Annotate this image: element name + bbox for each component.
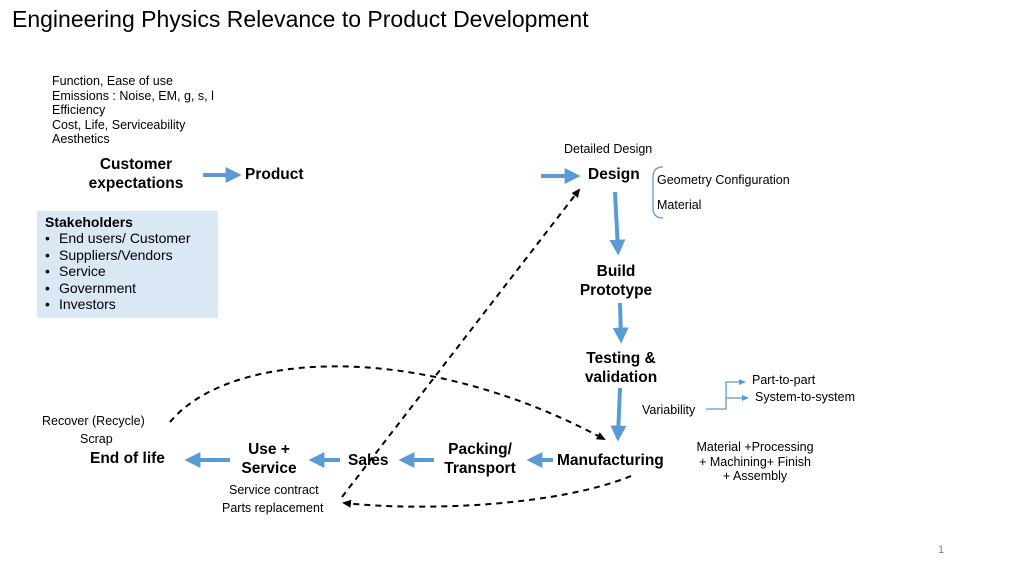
stakeholder-item: Government: [45, 280, 218, 297]
stakeholders-list: End users/ Customer Suppliers/Vendors Se…: [45, 230, 218, 313]
arrow-design-to-build: [609, 191, 626, 256]
stakeholders-title: Stakeholders: [45, 214, 133, 230]
variability-label: Variability: [642, 403, 696, 417]
testing-validation-node: Testing & validation: [566, 349, 676, 387]
geometry-configuration-label: Geometry Configuration: [657, 173, 790, 187]
packing-transport-node: Packing/ Transport: [436, 440, 524, 478]
node-line: expectations: [88, 175, 184, 192]
manufacturing-details: Material +Processing + Machining+ Finish…: [690, 440, 820, 484]
stakeholders-box: Stakeholders End users/ Customer Supplie…: [37, 211, 218, 318]
node-line: Transport: [444, 460, 516, 477]
detailed-design-label: Detailed Design: [564, 142, 653, 156]
detail-line: + Machining+ Finish: [699, 454, 811, 469]
node-line: Use +: [248, 441, 290, 458]
material-label: Material: [657, 198, 702, 212]
node-line: Prototype: [579, 282, 653, 299]
end-of-life-node: End of life: [90, 450, 165, 467]
node-line: validation: [584, 369, 658, 386]
service-contract-label: Service contract: [229, 483, 319, 497]
requirement-item: Cost, Life, Serviceability: [52, 117, 186, 132]
requirement-item: Efficiency: [52, 103, 106, 117]
scrap-label: Scrap: [80, 432, 113, 446]
dashed-recycle-arc: [169, 365, 606, 440]
arrow-build-to-testing: [612, 302, 629, 344]
requirement-item: Emissions : Noise, EM, g, s, l: [52, 88, 214, 103]
design-node: Design: [588, 166, 640, 183]
dashed-parts-supply: [342, 475, 632, 508]
design-brace: [652, 166, 664, 219]
system-to-system-label: System-to-system: [755, 390, 856, 404]
detail-line: + Assembly: [722, 469, 788, 483]
stakeholder-item: Investors: [45, 296, 218, 313]
recover-recycle-label: Recover (Recycle): [42, 414, 145, 428]
sales-node: Sales: [348, 452, 389, 469]
node-line: Testing &: [586, 350, 656, 367]
customer-expectations-node: Customer expectations: [80, 155, 192, 193]
arrow-testing-to-manufacturing: [610, 387, 627, 442]
node-line: Service: [241, 460, 297, 477]
requirement-item: Aesthetics: [52, 132, 110, 146]
requirement-item: Function, Ease of use: [52, 74, 173, 88]
manufacturing-node: Manufacturing: [557, 452, 664, 469]
detail-line: Material +Processing: [696, 440, 814, 454]
use-service-node: Use + Service: [232, 440, 306, 478]
stakeholder-item: Suppliers/Vendors: [45, 247, 218, 264]
variability-branch: [706, 379, 746, 410]
page-number: 1: [938, 544, 945, 556]
part-to-part-label: Part-to-part: [752, 373, 816, 387]
stakeholder-item: End users/ Customer: [45, 230, 218, 247]
node-line: Customer: [99, 156, 173, 173]
requirements-list: Function, Ease of use Emissions : Noise,…: [52, 74, 214, 147]
slide-title: Engineering Physics Relevance to Product…: [12, 6, 589, 32]
build-prototype-node: Build Prototype: [566, 262, 666, 300]
stakeholder-item: Service: [45, 263, 218, 280]
parts-replacement-label: Parts replacement: [222, 501, 324, 515]
product-node: Product: [245, 166, 304, 183]
dashed-feedback-to-design: [341, 188, 581, 498]
node-line: Packing/: [448, 441, 512, 458]
node-line: Build: [596, 263, 636, 280]
